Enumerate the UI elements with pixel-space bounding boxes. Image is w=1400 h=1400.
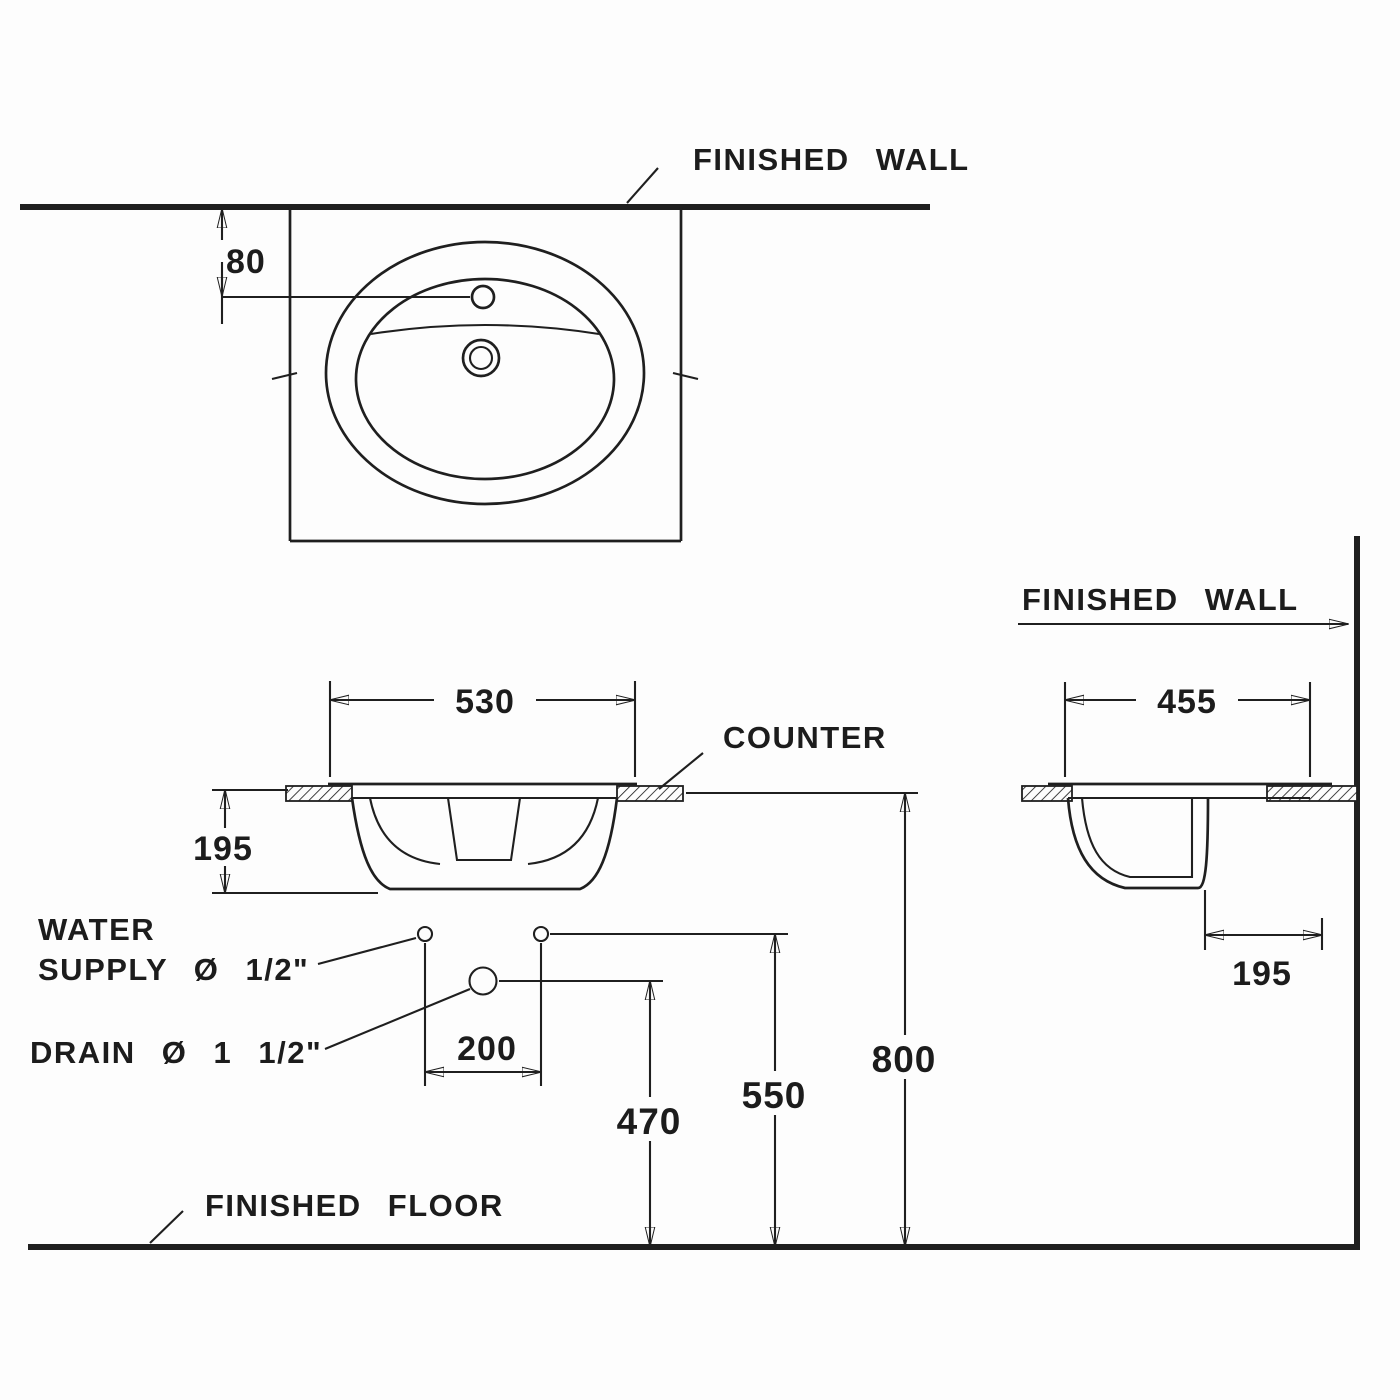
dim-550-text-mask (741, 1071, 809, 1115)
finished-wall-top-leader (626, 167, 659, 204)
dim-530-text: 530 (455, 683, 515, 721)
dim-530-text-mask (434, 680, 536, 718)
counter-hatch-right (616, 785, 684, 802)
centerline-tick-left (271, 371, 298, 381)
dim-195f-text: 195 (193, 830, 253, 868)
dim-470-text-mask (616, 1097, 684, 1141)
dim-200-text: 200 (457, 1030, 517, 1068)
basin-deck-edge (370, 323, 600, 336)
dim-455-text-mask (1136, 680, 1238, 718)
counter-leader (658, 752, 704, 790)
dim-470-text: 470 (617, 1101, 682, 1142)
dim-800-text-mask (871, 1035, 939, 1079)
dim-basin-depth-side: 455 (1063, 680, 1312, 777)
dim-195f-text-mask (190, 828, 258, 866)
supply-point-left (416, 925, 434, 943)
drain-callout: DRAIN Ø 1 1/2" (30, 966, 498, 1070)
counter-hatch-left (285, 785, 353, 802)
drain-inner (468, 345, 494, 371)
dim-drain-height: 470 (499, 979, 684, 1246)
bowl-inner-side (1080, 797, 1194, 879)
water-supply-label-line2: SUPPLY Ø 1/2" (38, 952, 309, 987)
dim-195s-text: 195 (1232, 955, 1292, 993)
dim-455-text: 455 (1157, 683, 1217, 721)
water-supply-leader (317, 936, 417, 966)
counter-label: COUNTER (723, 720, 887, 755)
dim-counter-height: 800 (686, 791, 939, 1246)
faucet-hole (470, 284, 496, 310)
dim-80-text: 80 (226, 243, 266, 281)
finished-wall-top-label: FINISHED WALL (693, 142, 970, 177)
dim-800-text: 800 (872, 1039, 937, 1080)
dim-80-text-mask (220, 240, 272, 278)
dim-supply-height: 550 (550, 932, 809, 1246)
water-supply-label-line1: WATER (38, 912, 155, 947)
basin-inner-bowl (354, 277, 616, 481)
plan-view (271, 207, 699, 543)
drain-outer (461, 338, 501, 378)
counter-side-hatch-left (1021, 785, 1073, 802)
finished-floor-leader (149, 1210, 184, 1244)
supply-point-right (532, 925, 550, 943)
dim-faucet-offset: 80 (220, 209, 470, 324)
basin-front-section (328, 782, 637, 891)
dim-550-text: 550 (742, 1075, 807, 1116)
dim-basin-width: 530 (328, 680, 637, 777)
dim-supply-spacing: 200 (423, 943, 543, 1086)
drain-funnel (446, 797, 522, 862)
bowl-inner-right (527, 797, 600, 866)
dim-bowl-depth-front: 195 (190, 788, 378, 895)
drain-leader (324, 988, 471, 1050)
finished-wall-side: FINISHED WALL (1018, 536, 1360, 1247)
dim-bowl-depth-side: 195 (1203, 890, 1324, 993)
drain-point (468, 966, 498, 996)
finished-floor-label: FINISHED FLOOR (205, 1188, 504, 1223)
basin-side-section (1048, 782, 1332, 890)
basin-outer-rim (324, 240, 646, 506)
drain-label: DRAIN Ø 1 1/2" (30, 1035, 322, 1070)
bowl-outer-front (350, 797, 619, 891)
bowl-outer-side (1066, 797, 1210, 890)
counter-front-section: COUNTER (285, 720, 887, 802)
finished-wall-side-label: FINISHED WALL (1022, 582, 1299, 617)
bowl-inner-left (368, 797, 441, 866)
centerline-tick-right (672, 371, 699, 381)
finished-floor: FINISHED FLOOR (28, 1188, 1360, 1250)
water-supply: WATER SUPPLY Ø 1/2" (38, 912, 550, 987)
finished-wall-top: FINISHED WALL (20, 142, 970, 210)
